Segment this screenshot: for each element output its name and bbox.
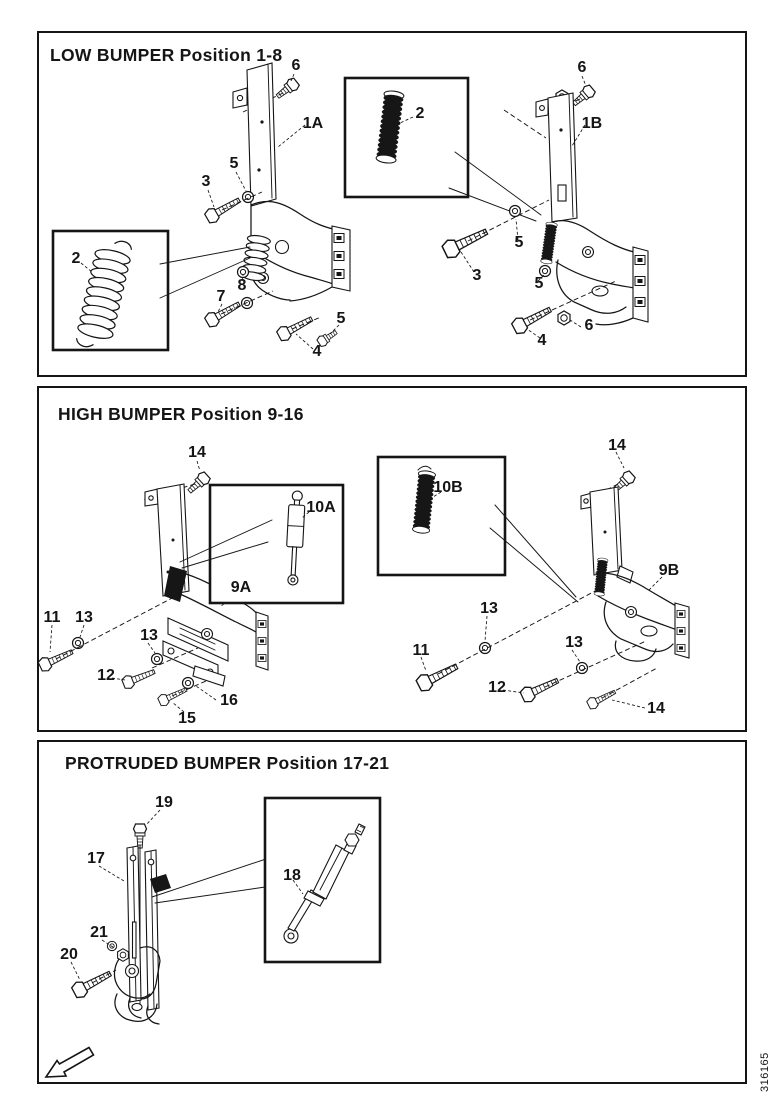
figure-number: 316165 (759, 1052, 771, 1092)
washer-icon (181, 676, 195, 690)
bracket-assembly-9a (36, 460, 269, 713)
callout-14: 14 (608, 437, 626, 454)
bolt-icon (414, 658, 462, 695)
panel-low-bumper: LOW BUMPER Position 1-8 (37, 31, 747, 377)
callout-3: 3 (473, 267, 482, 284)
bracket-assembly-1a (202, 62, 351, 350)
callout-5: 5 (230, 155, 239, 172)
callout-13: 13 (75, 609, 93, 626)
callout-2: 2 (72, 250, 81, 267)
bolt-icon (184, 469, 213, 497)
callout-4: 4 (538, 332, 547, 349)
callout-9b: 9B (659, 562, 679, 579)
callout-7: 7 (217, 288, 226, 305)
spring-icon (540, 221, 558, 265)
nut-icon (557, 310, 571, 326)
callout-9a: 9A (231, 579, 252, 596)
callout-5: 5 (515, 234, 524, 251)
inset-spring-10b (376, 455, 579, 603)
callout-15: 15 (178, 710, 196, 727)
callouts-high-bumper: 14 10A 9A 11 13 13 12 16 15 10B 14 9B 13… (44, 437, 680, 727)
callout-13: 13 (480, 600, 498, 617)
bracket-assembly-1b (440, 75, 649, 339)
callouts-protruded-bumper: 19 17 21 20 18 (60, 794, 301, 963)
bolt-icon (585, 686, 619, 712)
callout-14: 14 (188, 444, 206, 461)
panel-title: PROTRUDED BUMPER Position 17-21 (65, 753, 389, 773)
shock-strut-icon (283, 823, 366, 944)
bolt-icon (132, 823, 148, 849)
panel-protruded-bumper: PROTRUDED BUMPER Position 17-21 (37, 740, 747, 1084)
callout-8: 8 (238, 277, 247, 294)
callout-2: 2 (416, 105, 425, 122)
callout-5: 5 (337, 310, 346, 327)
callout-1b: 1B (582, 115, 602, 132)
callout-13: 13 (140, 627, 158, 644)
washer-icon (150, 652, 164, 666)
callout-21: 21 (90, 924, 108, 941)
panel-high-bumper: HIGH BUMPER Position 9-16 (36, 386, 747, 732)
callout-11: 11 (44, 609, 61, 626)
callouts-low-bumper: 6 1A 5 3 2 8 7 4 5 2 6 1B 5 3 5 4 6 (72, 57, 603, 360)
callout-20: 20 (60, 946, 78, 963)
washer-icon (71, 636, 85, 650)
callout-19: 19 (155, 794, 173, 811)
shock-strut-icon (286, 490, 306, 586)
callout-6: 6 (585, 317, 594, 334)
callout-13: 13 (565, 634, 583, 651)
callout-18: 18 (283, 867, 301, 884)
panel-border (37, 386, 747, 732)
callout-4: 4 (313, 343, 322, 360)
callout-1a: 1A (303, 115, 324, 132)
nut-icon (117, 948, 129, 962)
callout-6: 6 (292, 57, 301, 74)
panel-title: HIGH BUMPER Position 9-16 (58, 404, 304, 424)
inset-border (208, 483, 345, 605)
inset-strut-10a (179, 483, 345, 605)
inset-border (376, 455, 507, 577)
inset-spring-detail-center (343, 76, 542, 222)
callout-16: 16 (220, 692, 238, 709)
bolt-icon (440, 222, 492, 262)
callout-17: 17 (87, 850, 105, 867)
inset-spring-detail-left (51, 229, 251, 353)
washer-icon (478, 641, 492, 655)
bracket-assembly-17 (69, 809, 171, 1025)
bolt-icon (120, 664, 158, 691)
callout-10a: 10A (306, 499, 336, 516)
callout-5: 5 (535, 275, 544, 292)
inset-border (343, 76, 470, 199)
callout-12: 12 (97, 667, 115, 684)
panel-border (37, 740, 747, 1084)
bolt-icon (518, 672, 562, 705)
callout-12: 12 (488, 679, 506, 696)
panel-title: LOW BUMPER Position 1-8 (50, 45, 282, 65)
callout-6: 6 (578, 59, 587, 76)
bolt-icon (273, 75, 302, 103)
direction-arrow (44, 1046, 95, 1078)
callout-3: 3 (202, 173, 211, 190)
panel-border (37, 31, 747, 377)
callout-14: 14 (647, 700, 665, 717)
callout-11: 11 (413, 642, 430, 659)
bracket-assembly-9b (414, 451, 690, 712)
callout-10b: 10B (433, 479, 462, 496)
inset-strut-18 (151, 796, 382, 964)
